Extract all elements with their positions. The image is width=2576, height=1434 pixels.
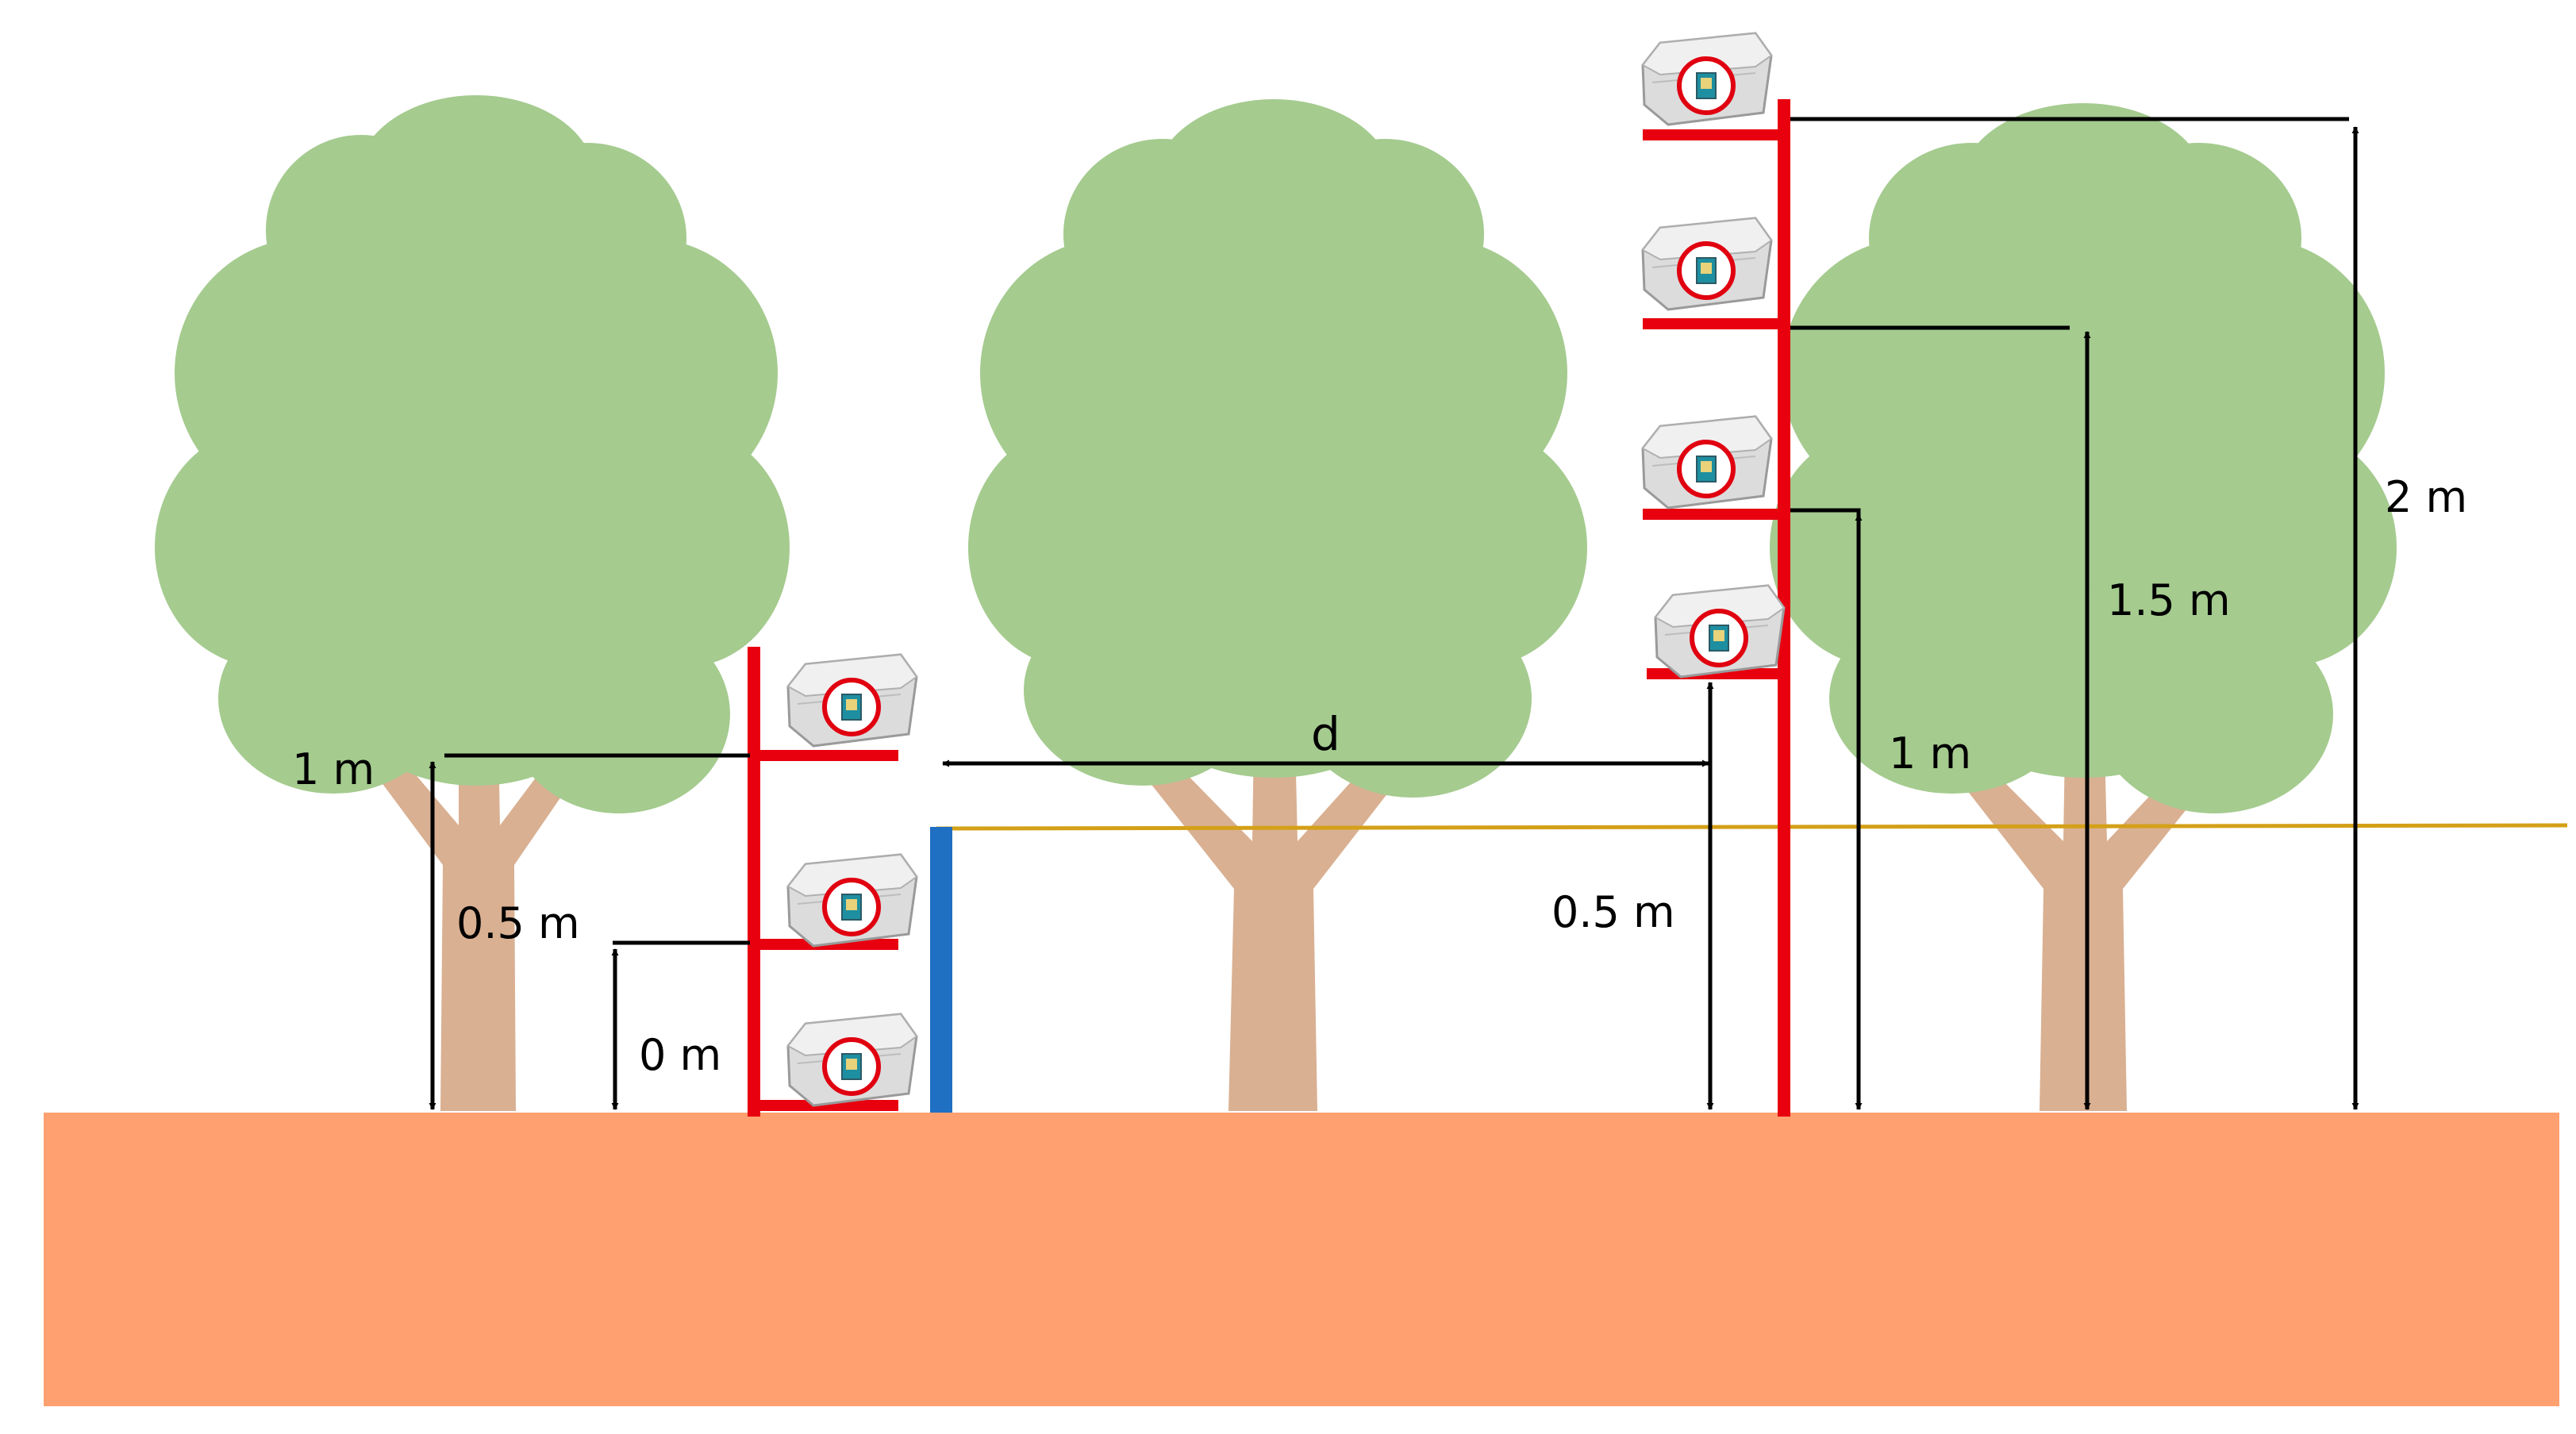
sensor-box-icon: [1641, 415, 1773, 509]
tree-left-trunk: [381, 738, 571, 1111]
label-left-05m: 0.5 m: [456, 898, 580, 948]
tree-middle-trunk: [1149, 738, 1397, 1111]
reference-level-line: [936, 823, 2568, 831]
tree-right: [1770, 103, 2397, 1111]
label-right-15m: 1.5 m: [2107, 575, 2231, 625]
label-distance: d: [1311, 707, 1340, 761]
label-left-1m: 1 m: [292, 744, 375, 794]
tree-middle-foliage: [968, 99, 1587, 798]
sensor-box-icon: [1641, 217, 1773, 311]
tree-left-foliage: [155, 95, 790, 813]
left-mast-arm-0m: [754, 1100, 898, 1111]
dimension-lines: [429, 117, 2359, 1110]
sensor-box-icon: [786, 853, 918, 948]
sensor-box-icon: [1641, 32, 1773, 126]
right-mast-arm-2m: [1643, 129, 1786, 140]
tree-middle: [968, 99, 1587, 1111]
right-mast-arm-15m: [1643, 318, 1786, 329]
dimension-labels: 1 m 0.5 m 0 m d 0.5 m 1 m 1.5 m 2 m: [292, 472, 2467, 1080]
right-mast-arm-1m: [1643, 509, 1786, 520]
left-mast: [748, 647, 898, 1117]
tree-left: [155, 95, 790, 1111]
left-mast-arm-1m: [754, 750, 898, 761]
label-right-05m: 0.5 m: [1551, 887, 1675, 937]
emitter-bar: [930, 827, 952, 1113]
sensor-box-icon: [1654, 584, 1786, 679]
sensor-box-icon: [786, 653, 918, 748]
label-right-2m: 2 m: [2385, 472, 2467, 522]
left-mast-pole: [748, 647, 760, 1117]
label-right-1m: 1 m: [1889, 729, 1971, 779]
trees: [155, 95, 2397, 1111]
sensor-boxes: [786, 32, 1786, 1107]
ground: [44, 1113, 2559, 1406]
tree-right-foliage: [1770, 103, 2397, 813]
sensor-box-icon: [786, 1013, 918, 1107]
label-left-0m: 0 m: [639, 1030, 721, 1080]
